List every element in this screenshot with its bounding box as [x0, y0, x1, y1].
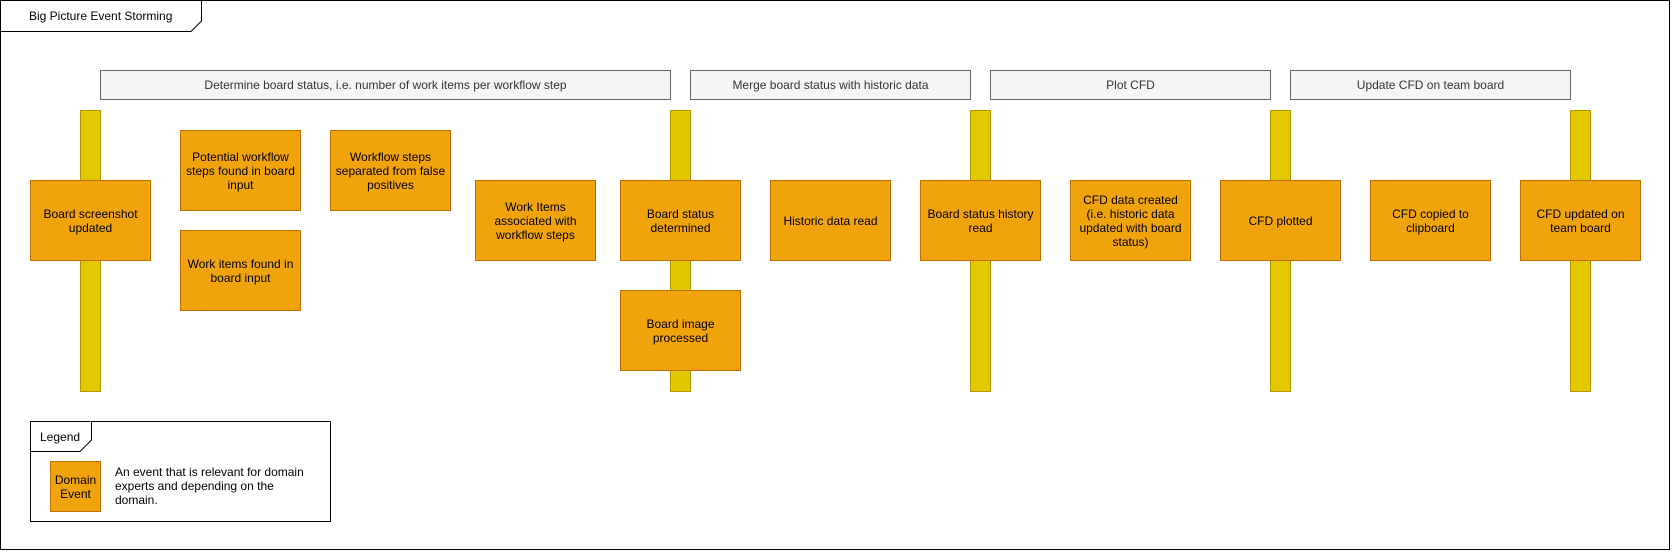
event-cfd-plotted[interactable]: CFD plotted: [1220, 180, 1341, 261]
event-cfd-copied-to-clipboard[interactable]: CFD copied to clipboard: [1370, 180, 1491, 261]
phase-merge-historic-data[interactable]: Merge board status with historic data: [690, 70, 971, 100]
legend-description: An event that is relevant for domain exp…: [115, 465, 304, 507]
phase-plot-cfd[interactable]: Plot CFD: [990, 70, 1271, 100]
legend-title: Legend: [40, 430, 81, 444]
event-board-screenshot-updated[interactable]: Board screenshot updated: [30, 180, 151, 261]
event-board-status-determined[interactable]: Board status determined: [620, 180, 741, 261]
legend: Legend Domain Event An event that is rel…: [30, 421, 331, 522]
event-board-status-history-read[interactable]: Board status history read: [920, 180, 1041, 261]
frame-title: Big Picture Event Storming: [29, 9, 173, 23]
legend-title-tab: [30, 421, 92, 452]
event-board-image-processed[interactable]: Board image processed: [620, 290, 741, 371]
event-work-items-found[interactable]: Work items found in board input: [180, 230, 301, 311]
phase-update-cfd[interactable]: Update CFD on team board: [1290, 70, 1571, 100]
event-historic-data-read[interactable]: Historic data read: [770, 180, 891, 261]
event-potential-workflow-steps-found[interactable]: Potential workflow steps found in board …: [180, 130, 301, 211]
event-work-items-associated[interactable]: Work Items associated with workflow step…: [475, 180, 596, 261]
event-workflow-steps-separated[interactable]: Workflow steps separated from false posi…: [330, 130, 451, 211]
frame-title-tab: [1, 1, 202, 32]
phase-determine-board-status[interactable]: Determine board status, i.e. number of w…: [100, 70, 671, 100]
event-cfd-updated-on-team-board[interactable]: CFD updated on team board: [1520, 180, 1641, 261]
legend-domain-event-swatch: Domain Event: [50, 461, 101, 512]
event-cfd-data-created[interactable]: CFD data created (i.e. historic data upd…: [1070, 180, 1191, 261]
